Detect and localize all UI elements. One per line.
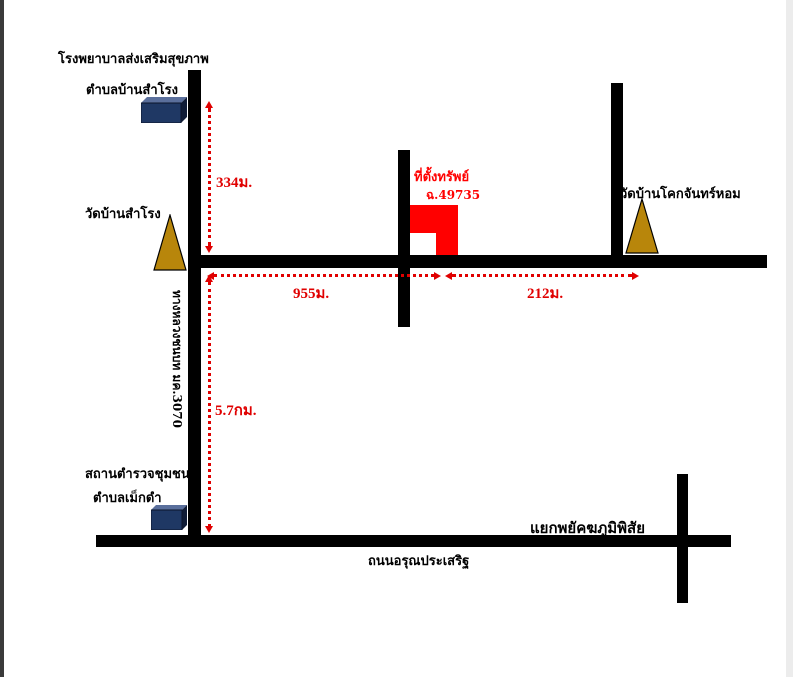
hospital-subdistrict-label: ตำบลบ้านสำโรง xyxy=(86,83,178,98)
temple-icon xyxy=(625,198,659,254)
hospital-name-label: โรงพยาบาลส่งเสริมสุขภาพ xyxy=(58,52,209,67)
temple-side-road xyxy=(611,83,623,263)
distance-arrow-up xyxy=(205,101,213,108)
distance-arrow-down xyxy=(205,246,213,253)
distance-arrow-up xyxy=(205,275,213,282)
window-frame-left xyxy=(0,0,4,677)
distance-arrow-right xyxy=(434,272,441,280)
property-marker-icon xyxy=(410,205,458,255)
bottom-road-label: ถนนอรุณประเสริฐ xyxy=(368,554,470,569)
window-frame-right xyxy=(786,0,793,677)
highway-name-label: ทางหลวงชนบท มค.3070 xyxy=(170,290,184,428)
temple-west-label: วัดบ้านสำโรง xyxy=(85,207,161,222)
building-icon xyxy=(151,505,187,530)
property-cross-road xyxy=(398,150,410,327)
police-subdistrict-label: ตำบลเม็กดำ xyxy=(93,491,162,506)
distance-arrow-down xyxy=(205,526,213,533)
main-horizontal-road xyxy=(188,255,767,268)
distance-to-property-label: 955ม. xyxy=(293,286,330,302)
distance-line-north xyxy=(208,108,211,246)
distance-to-temple-label: 212ม. xyxy=(527,286,564,302)
police-station-label: สถานตำรวจชุมชน xyxy=(85,467,190,482)
junction-label: แยกพยัคฆภูมิพิสัย xyxy=(530,519,645,537)
distance-line-south xyxy=(208,282,211,527)
temple-east-label: วัดบ้านโคกจันทร์หอม xyxy=(620,187,741,202)
distance-south-label: 5.7กม. xyxy=(215,403,257,419)
temple-icon xyxy=(153,214,187,271)
distance-line-to-temple xyxy=(452,274,632,277)
distance-line-to-property xyxy=(214,274,434,277)
property-title-label: ที่ตั้งทรัพย์ xyxy=(414,170,470,185)
building-icon xyxy=(141,97,187,123)
distance-arrow-left xyxy=(445,272,452,280)
property-deed-label: ฉ.49735 xyxy=(426,188,481,202)
main-vertical-road xyxy=(188,70,201,547)
junction-road xyxy=(677,474,688,603)
distance-arrow-right xyxy=(632,272,639,280)
bottom-road xyxy=(96,535,731,547)
distance-north-label: 334ม. xyxy=(216,175,253,191)
